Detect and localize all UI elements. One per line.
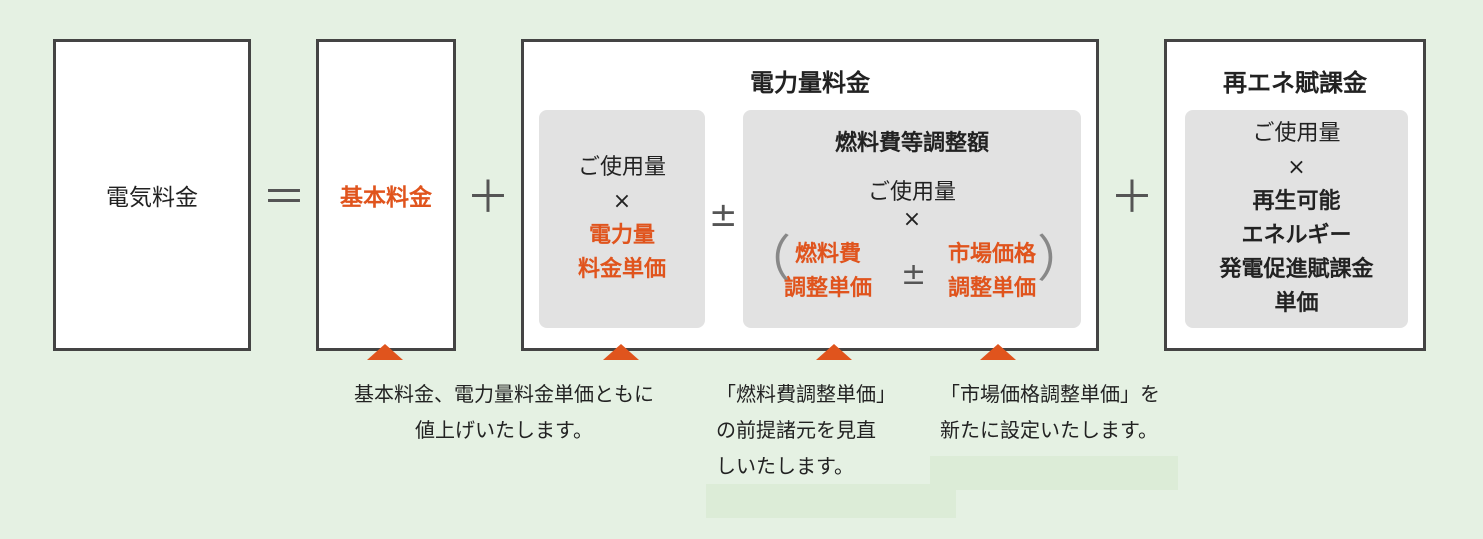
pointer-triangle-base — [367, 344, 403, 360]
note-base-energy: 基本料金、電力量料金単価ともに 値上げいたします。 — [318, 376, 690, 448]
paren-right: ） — [1037, 230, 1087, 288]
paren-left: （ — [741, 230, 791, 288]
energy-unit-line2: 料金単価 — [577, 257, 666, 282]
base-fee-label: 基本料金 — [340, 185, 432, 211]
total-fee-box: 電気料金 — [53, 39, 251, 351]
pointer-triangle-fuel — [816, 344, 852, 360]
fuel-unit: 燃料費 調整単価 — [773, 238, 883, 306]
equals-sign: ＝ — [262, 172, 306, 223]
pointer-triangle-energy — [603, 344, 639, 360]
note-market: 「市場価格調整単価」を 新たに設定いたします。 — [940, 376, 1200, 448]
note1-line2: 値上げいたします。 — [415, 418, 593, 442]
energy-unit-panel: ご使用量 × 電力量 料金単価 — [539, 110, 705, 328]
fuel-adjust-title: 燃料費等調整額 — [834, 131, 989, 156]
note2-line1: 「燃料費調整単価」 — [716, 382, 896, 406]
renew-line1: 再生可能 — [1252, 189, 1341, 214]
fuel-adjust-panel: 燃料費等調整額 ご使用量 × （ 燃料費 調整単価 ± 市場価格 調整単価 ） — [741, 110, 1087, 328]
note-fuel: 「燃料費調整単価」 の前提諸元を見直 しいたします。 — [716, 376, 936, 484]
fuel-times: × — [902, 206, 922, 232]
total-fee-label: 電気料金 — [106, 185, 198, 211]
renew-line2: エネルギー — [1241, 223, 1352, 248]
fuel-unit-line1: 燃料費 — [794, 242, 861, 267]
note1-line1: 基本料金、電力量料金単価ともに — [354, 382, 654, 406]
energy-usage: ご使用量 — [577, 155, 666, 180]
inner-plus-minus-sign: ± — [901, 257, 927, 292]
fuel-unit-line2: 調整単価 — [783, 276, 872, 301]
market-unit-line2: 調整単価 — [947, 276, 1036, 301]
plus-minus-sign: ± — [709, 195, 738, 235]
renew-times: × — [1287, 155, 1306, 180]
energy-unit-line1: 電力量 — [588, 223, 655, 248]
market-unit: 市場価格 調整単価 — [935, 238, 1049, 306]
renewable-levy-title: 再エネ賦課金 — [1223, 68, 1367, 97]
plus-sign-1: ＋ — [466, 172, 510, 223]
fuel-usage: ご使用量 — [867, 180, 956, 205]
note2-line2: の前提諸元を見直 — [716, 418, 876, 442]
base-fee-box: 基本料金 — [316, 39, 456, 351]
highlight-strip-1 — [706, 484, 956, 518]
renewable-levy-panel: ご使用量 × 再生可能 エネルギー 発電促進賦課金 単価 — [1185, 110, 1408, 328]
energy-fee-title: 電力量料金 — [750, 68, 870, 97]
note2-line3: しいたします。 — [716, 454, 854, 478]
pointer-triangle-market — [980, 344, 1016, 360]
renew-line3: 発電促進賦課金 — [1219, 257, 1374, 282]
plus-sign-2: ＋ — [1110, 172, 1154, 223]
note3-line1: 「市場価格調整単価」を — [940, 382, 1160, 406]
highlight-strip-2 — [930, 456, 1178, 490]
energy-times: × — [612, 189, 632, 214]
renew-usage: ご使用量 — [1252, 121, 1341, 146]
market-unit-line1: 市場価格 — [947, 242, 1036, 267]
note3-line2: 新たに設定いたします。 — [940, 418, 1158, 442]
renew-line4: 単価 — [1274, 291, 1319, 316]
